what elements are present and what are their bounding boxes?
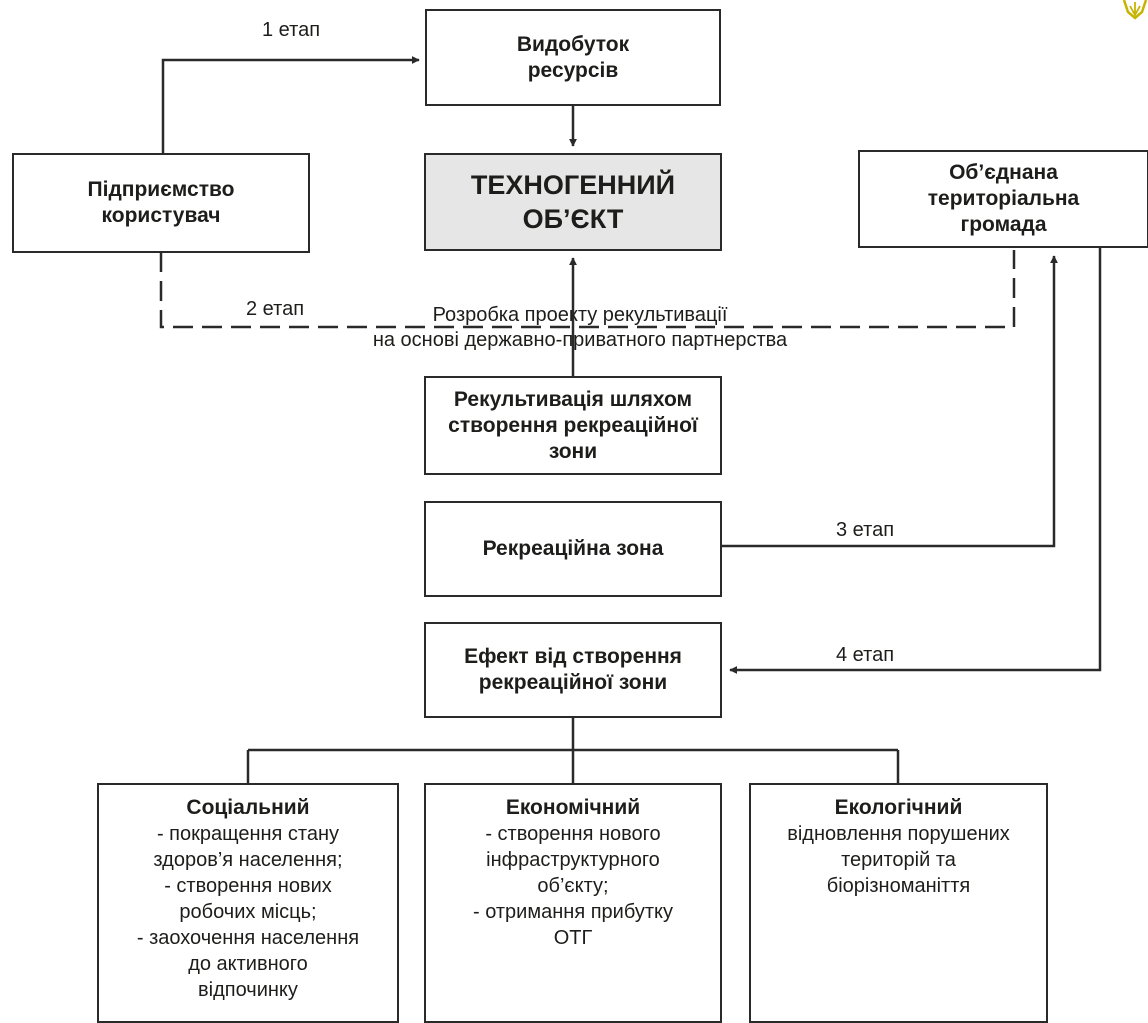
reclamation-box: Рекультивація шляхом створення рекреацій…: [424, 376, 722, 475]
social-effect-body: - покращення стану здоров’я населення; -…: [136, 823, 360, 1001]
ecological-effect-body: відновлення порушених територій та біорі…: [787, 823, 1010, 897]
effect-label: Ефект від створення рекреаційної зони: [464, 645, 682, 694]
economic-effect-title: Економічний: [505, 796, 641, 819]
technogenic-object-box: ТЕХНОГЕННИЙ ОБ’ЄКТ: [424, 153, 722, 251]
resources-label: Видобуток ресурсів: [516, 32, 630, 82]
reclamation-label: Рекультивація шляхом створення рекреацій…: [448, 387, 698, 463]
social-effect-box: Соціальний - покращення стану здоров’я н…: [97, 783, 399, 1023]
community-label: Об’єднана територіальна громада: [927, 161, 1080, 236]
stage3-label: 3 етап: [836, 519, 895, 541]
ecological-effect-box: Екологічний відновлення порушених терито…: [749, 783, 1048, 1023]
stage1-label: 1 етап: [262, 19, 321, 41]
ecological-effect-title: Екологічний: [834, 796, 963, 819]
enterprise-label: Підприємство користувач: [87, 178, 235, 227]
recreation-zone-label: Рекреаційна зона: [482, 537, 664, 560]
economic-effect-body: - створення нового інфраструктурного об’…: [473, 823, 673, 949]
social-effect-title: Соціальний: [186, 796, 310, 819]
community-box: Об’єднана територіальна громада: [858, 150, 1148, 248]
effects-tree: [246, 718, 900, 783]
economic-effect-box: Економічний - створення нового інфрастру…: [424, 783, 722, 1023]
stage3-arrow: [722, 255, 1058, 548]
technogenic-object-label: ТЕХНОГЕННИЙ ОБ’ЄКТ: [470, 170, 676, 234]
stage1-arrow: [161, 56, 420, 153]
enterprise-box: Підприємство користувач: [12, 153, 310, 253]
stage4-arrow: [729, 247, 1102, 674]
recreation-zone-box: Рекреаційна зона: [424, 501, 722, 597]
stage2-dashed-link: [159, 250, 1016, 329]
stage2-label: 2 етап: [246, 298, 305, 320]
resources-box: Видобуток ресурсів: [425, 9, 721, 106]
partnership-plan-text: Розробка проекту рекультивації на основі…: [372, 304, 788, 351]
emblem-icon: [1122, 0, 1148, 20]
stage4-label: 4 етап: [836, 644, 895, 666]
effect-box: Ефект від створення рекреаційної зони: [424, 622, 722, 718]
